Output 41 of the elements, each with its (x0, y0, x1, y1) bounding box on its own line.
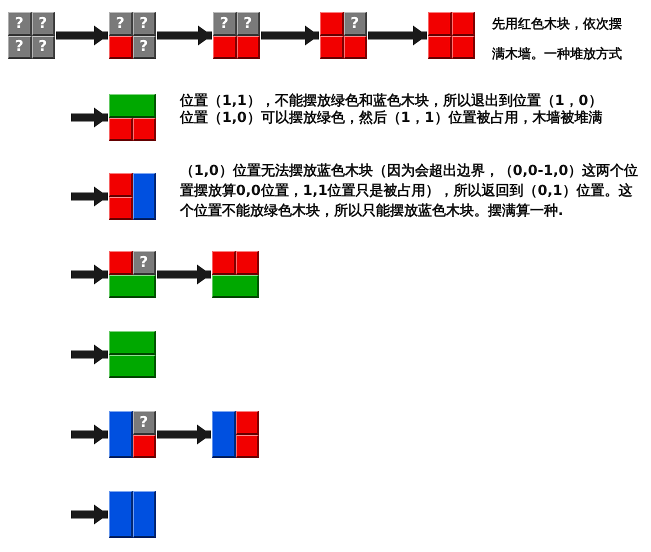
question-mark: ? (14, 16, 24, 31)
note-text: 位置（1,0）可以摆放绿色，然后（1，1）位置被占用，木墙被堆满 (180, 110, 604, 127)
block-grid (428, 12, 475, 59)
block-grid (8, 12, 55, 59)
question-mark: ? (139, 16, 148, 31)
block-grid (213, 12, 260, 59)
arrow (157, 26, 212, 46)
arrow (368, 26, 427, 46)
block-grid (109, 491, 156, 538)
question-mark: ? (243, 16, 252, 31)
arrow (71, 108, 108, 128)
arrow (157, 424, 211, 444)
block-grid (212, 251, 259, 298)
block-grid (109, 94, 156, 141)
question-mark: ? (116, 16, 125, 31)
arrow (71, 424, 108, 444)
block-grid (320, 12, 367, 59)
block-grid (212, 411, 259, 458)
arrow (71, 264, 108, 284)
question-mark: ? (350, 16, 360, 31)
question-mark: ? (220, 16, 229, 31)
block-grid (109, 173, 156, 220)
question-mark: ? (139, 254, 148, 270)
block-grid (109, 331, 156, 378)
arrow (71, 344, 108, 364)
question-mark: ? (14, 39, 24, 54)
block-grid (109, 12, 156, 59)
block-grid (109, 411, 156, 458)
arrow (261, 26, 319, 46)
note-text: 位置（1,1），不能摆放绿色和蓝色木块，所以退出到位置（1，0） (180, 93, 604, 110)
question-mark: ? (139, 39, 148, 54)
arrow (71, 186, 108, 206)
note-text: （1,0）位置无法摆放蓝色木块（因为会超出边界，（0,0-1,0）这两个位置摆放算0,0位置，1,1位置只是被占用），所以返回到（0,1）位置。这个位置不能放绿色木块，所以只能摆放蓝色木块。摆满算一种. (180, 162, 640, 221)
question-mark: ? (38, 39, 48, 54)
question-mark: ? (139, 414, 148, 430)
question-mark: ? (38, 16, 48, 31)
block-grid (109, 251, 156, 298)
arrow (56, 26, 108, 46)
arrow (71, 504, 108, 524)
arrow (157, 264, 211, 284)
note-text: 先用红色木块，依次摆满木墙。一种堆放方式 (492, 16, 623, 64)
